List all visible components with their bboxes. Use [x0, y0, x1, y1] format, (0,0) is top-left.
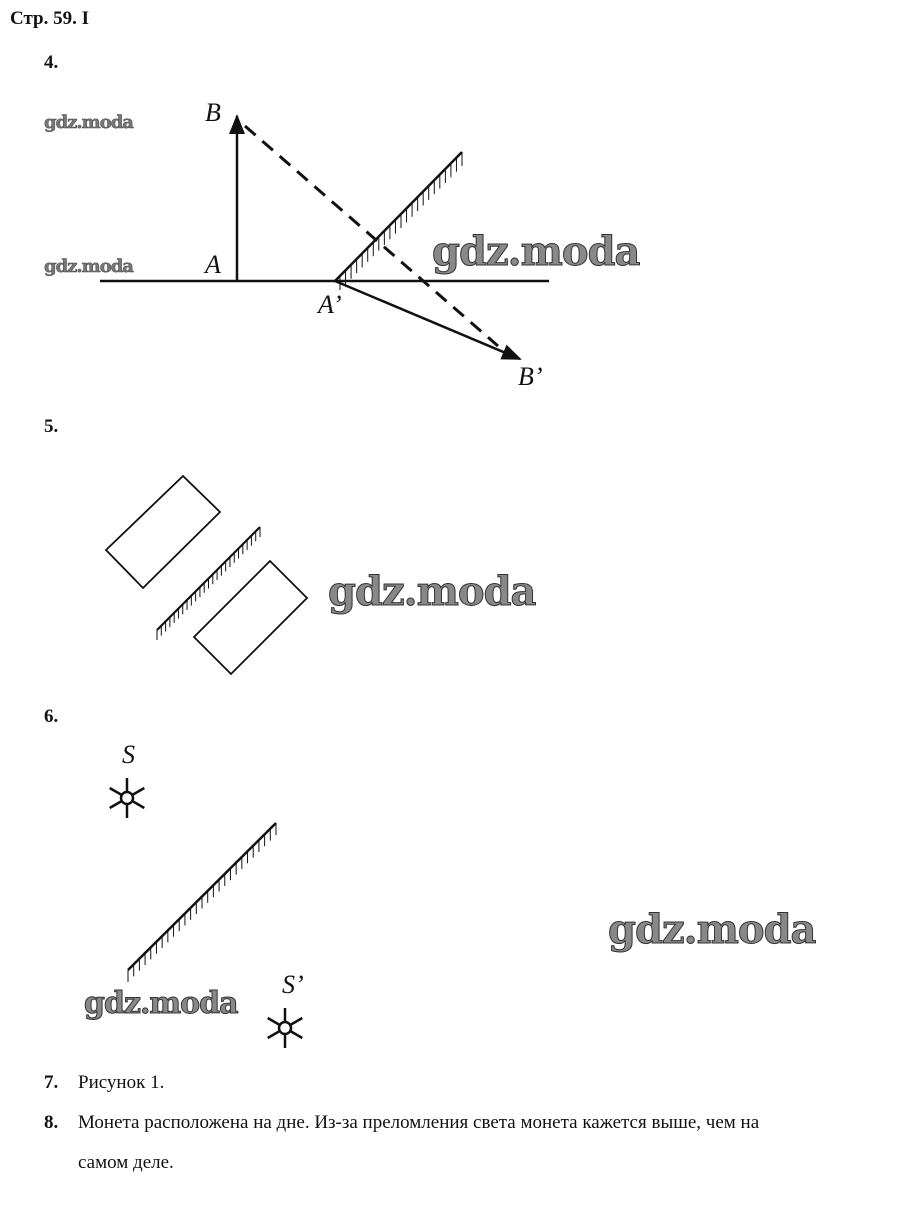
- figure-5: [104, 474, 309, 676]
- label-a-prime: A’: [318, 290, 342, 319]
- task-4-number: 4.: [44, 52, 59, 73]
- watermark: gdz.moda: [84, 986, 240, 1022]
- task-8-text-line1: Монета расположена на дне. Из-за преломл…: [78, 1112, 760, 1133]
- image-arrow-a1b1: [334, 279, 522, 361]
- mirror-hatching: [156, 527, 261, 640]
- watermark: gdz.moda: [44, 256, 134, 278]
- label-s: S: [122, 740, 135, 769]
- light-source-s-icon: [109, 778, 145, 818]
- mirror-hatching: [127, 823, 277, 982]
- label-b-prime: B’: [518, 362, 543, 391]
- watermark: gdz.moda: [607, 906, 816, 954]
- image-rectangle: [192, 559, 309, 676]
- label-a: A: [205, 250, 221, 279]
- label-s-prime: S’: [282, 970, 304, 999]
- figure-6: [109, 778, 303, 1048]
- figure-4: [100, 114, 549, 361]
- task-5-number: 5.: [44, 416, 59, 437]
- task-7-number: 7.: [44, 1072, 59, 1093]
- task-6-number: 6.: [44, 706, 59, 727]
- light-source-image-s1-icon: [267, 1008, 303, 1048]
- watermark: gdz.moda: [327, 568, 536, 616]
- page-header: Стр. 59. I: [10, 8, 89, 29]
- watermark: gdz.moda: [44, 112, 134, 134]
- label-b: B: [205, 98, 221, 127]
- mirror-hatching: [339, 152, 463, 290]
- task-8-text-line2: самом деле.: [78, 1152, 174, 1173]
- task-7-text: Рисунок 1.: [78, 1072, 165, 1093]
- watermark: gdz.moda: [431, 228, 640, 276]
- object-rectangle: [104, 474, 222, 590]
- task-8-number: 8.: [44, 1112, 59, 1133]
- dashed-line: [244, 124, 499, 348]
